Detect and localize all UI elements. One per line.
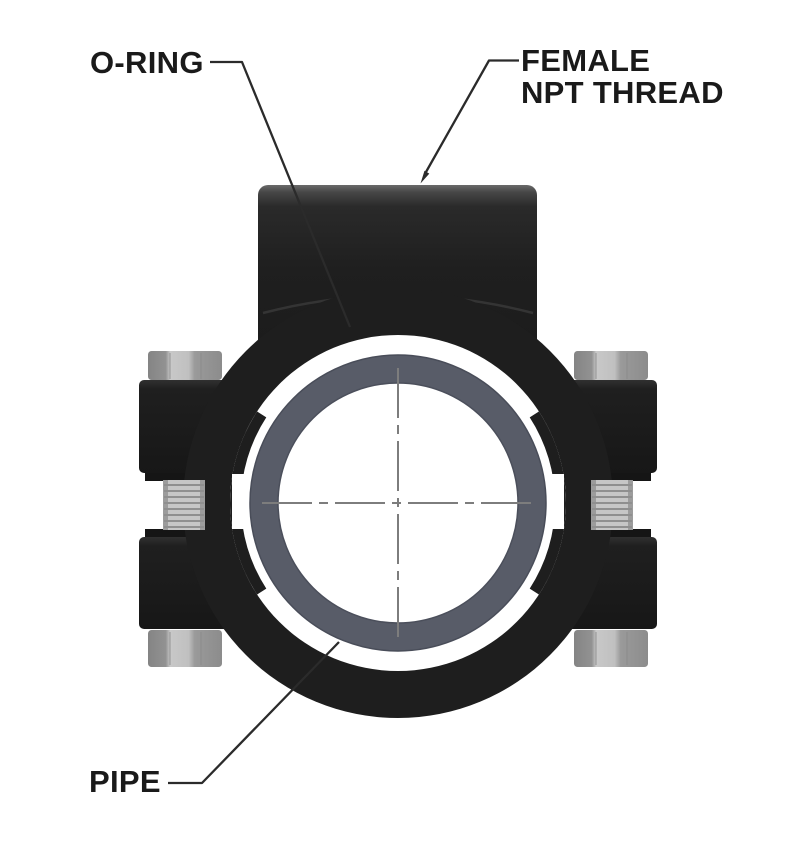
female-npt-label-line1: FEMALE <box>521 43 651 78</box>
bolt-head-bottom-left <box>148 630 222 667</box>
o-ring-leader-line <box>210 60 352 328</box>
bolt-head-top-left <box>148 351 222 380</box>
female-npt-label-line2: NPT THREAD <box>521 75 724 110</box>
bolt-assembly-left <box>148 351 222 667</box>
threaded-stud-right <box>591 480 633 530</box>
npt-arrowhead <box>420 170 430 184</box>
o-ring-label: O-RING <box>90 45 204 80</box>
centerlines <box>262 368 537 642</box>
npt-leader-line <box>424 59 519 173</box>
pipe-label: PIPE <box>89 764 161 799</box>
stud-edge <box>163 480 168 530</box>
stud-edge <box>200 480 205 530</box>
bolt-assembly-right <box>574 351 648 667</box>
stud-edge <box>591 480 596 530</box>
female-npt-label: FEMALE NPT THREAD <box>521 45 724 109</box>
pipe-leader-line <box>168 641 340 785</box>
stud-edge <box>628 480 633 530</box>
bolt-head-bottom-right <box>574 630 648 667</box>
bolt-head-top-right <box>574 351 648 380</box>
clamp-inner-lip-right <box>529 411 567 595</box>
thread-ridges <box>592 484 632 528</box>
leader-lines <box>168 59 519 785</box>
threaded-stud-left <box>163 480 205 530</box>
stud-rod <box>591 480 633 530</box>
clamp-inner-lip-left <box>229 411 267 595</box>
stud-rod <box>163 480 205 530</box>
thread-ridges <box>164 484 204 528</box>
